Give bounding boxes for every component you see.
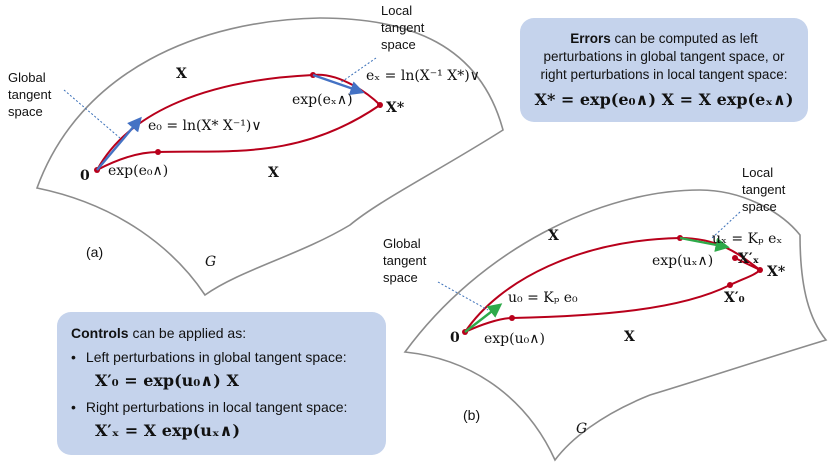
manifold-a-outline <box>35 17 504 297</box>
ux-arrow-b <box>679 236 730 252</box>
errors-box: Errors can be computed as left perturbat… <box>520 18 808 122</box>
global-label-a-1: Global <box>8 70 46 85</box>
ex-label-a: eₓ = ln(X⁻¹ X*)∨ <box>366 68 480 84</box>
bullet-1-text: Left perturbations in global tangent spa… <box>85 349 347 365</box>
local-label-b-1: Local <box>742 165 773 180</box>
exp-u0-label-b: exp(u₀∧) <box>484 331 545 347</box>
global-label-b-3: space <box>383 270 418 285</box>
controls-equation-2: X′ₓ = X exp(uₓ∧) <box>95 421 241 440</box>
curve-b-bottom <box>464 269 761 333</box>
x0-prime-label: X′₀ <box>724 290 745 306</box>
xx-prime-link <box>734 257 761 271</box>
x0-prime-point <box>727 282 733 288</box>
errors-equation: X* = exp(e₀∧) X = X exp(eₓ∧) <box>534 90 794 109</box>
global-leader-a <box>63 89 121 139</box>
curve-a-bottom <box>96 104 381 171</box>
ex-arrow-a <box>312 73 365 96</box>
exp-ex-label-a: exp(eₓ∧) <box>292 92 353 108</box>
bullet-2-dot: • <box>71 399 76 415</box>
local-label-b-3: space <box>742 199 777 214</box>
global-label-a-2: tangent <box>8 87 52 102</box>
e0-arrow-a <box>96 116 142 171</box>
exp-e0-label-a: exp(e₀∧) <box>108 163 168 179</box>
curve-b-top <box>464 236 761 333</box>
x-top-label-b: X <box>548 228 559 244</box>
errors-title: Errors <box>570 31 611 46</box>
point-a-bottom <box>155 149 161 155</box>
local-label-a-3: space <box>381 37 416 52</box>
x-top-label-a: X <box>176 66 187 82</box>
manifold-b-outline <box>403 189 828 462</box>
xstar-label-a: X* <box>386 100 405 116</box>
panel-a-tag: (a) <box>86 244 103 260</box>
errors-text-3: right perturbations in local tangent spa… <box>540 67 788 82</box>
exp-ux-label-b: exp(uₓ∧) <box>652 253 713 269</box>
xx-prime-point <box>732 255 738 261</box>
u0-label-b: u₀ = Kₚ e₀ <box>508 290 578 306</box>
origin-label-b: 0 <box>450 330 460 346</box>
local-label-b-2: tangent <box>742 182 786 197</box>
controls-text-1: can be applied as: <box>128 325 247 341</box>
group-label-b: G <box>576 421 587 437</box>
ux-label-b: uₓ = Kₚ eₓ <box>712 231 782 247</box>
panel-b-tag: (b) <box>463 407 480 423</box>
local-label-a-2: tangent <box>381 20 425 35</box>
e0-label-a: e₀ = ln(X* X⁻¹)∨ <box>148 118 262 134</box>
u0-arrow-b <box>464 303 503 333</box>
xstar-point-b <box>757 267 763 273</box>
local-label-a-1: Local <box>381 3 412 18</box>
global-leader-b <box>437 281 489 311</box>
local-leader-a <box>339 57 377 84</box>
global-label-b-2: tangent <box>383 253 427 268</box>
xx-prime-label: X′ₓ <box>738 251 760 267</box>
bullet-2-text: Right perturbations in local tangent spa… <box>85 399 348 415</box>
origin-label-a: 0 <box>80 168 90 184</box>
controls-title: Controls <box>71 325 129 341</box>
group-label-a: G <box>205 254 216 270</box>
global-label-b-1: Global <box>383 236 421 251</box>
point-b-bottom <box>509 315 515 321</box>
global-label-a-3: space <box>8 104 43 119</box>
errors-text-2: perturbations in global tangent space, o… <box>543 49 785 64</box>
bullet-1-dot: • <box>71 349 76 365</box>
errors-text-1: can be computed as left <box>610 31 758 46</box>
controls-equation-1: X′₀ = exp(u₀∧) X <box>95 371 239 390</box>
xstar-label-b: X* <box>767 264 786 280</box>
x-bottom-label-a: X <box>268 165 279 181</box>
controls-box: Controls can be applied as: • Left pertu… <box>57 312 386 455</box>
x-bottom-label-b: X <box>624 329 635 345</box>
xstar-point-a <box>377 102 383 108</box>
